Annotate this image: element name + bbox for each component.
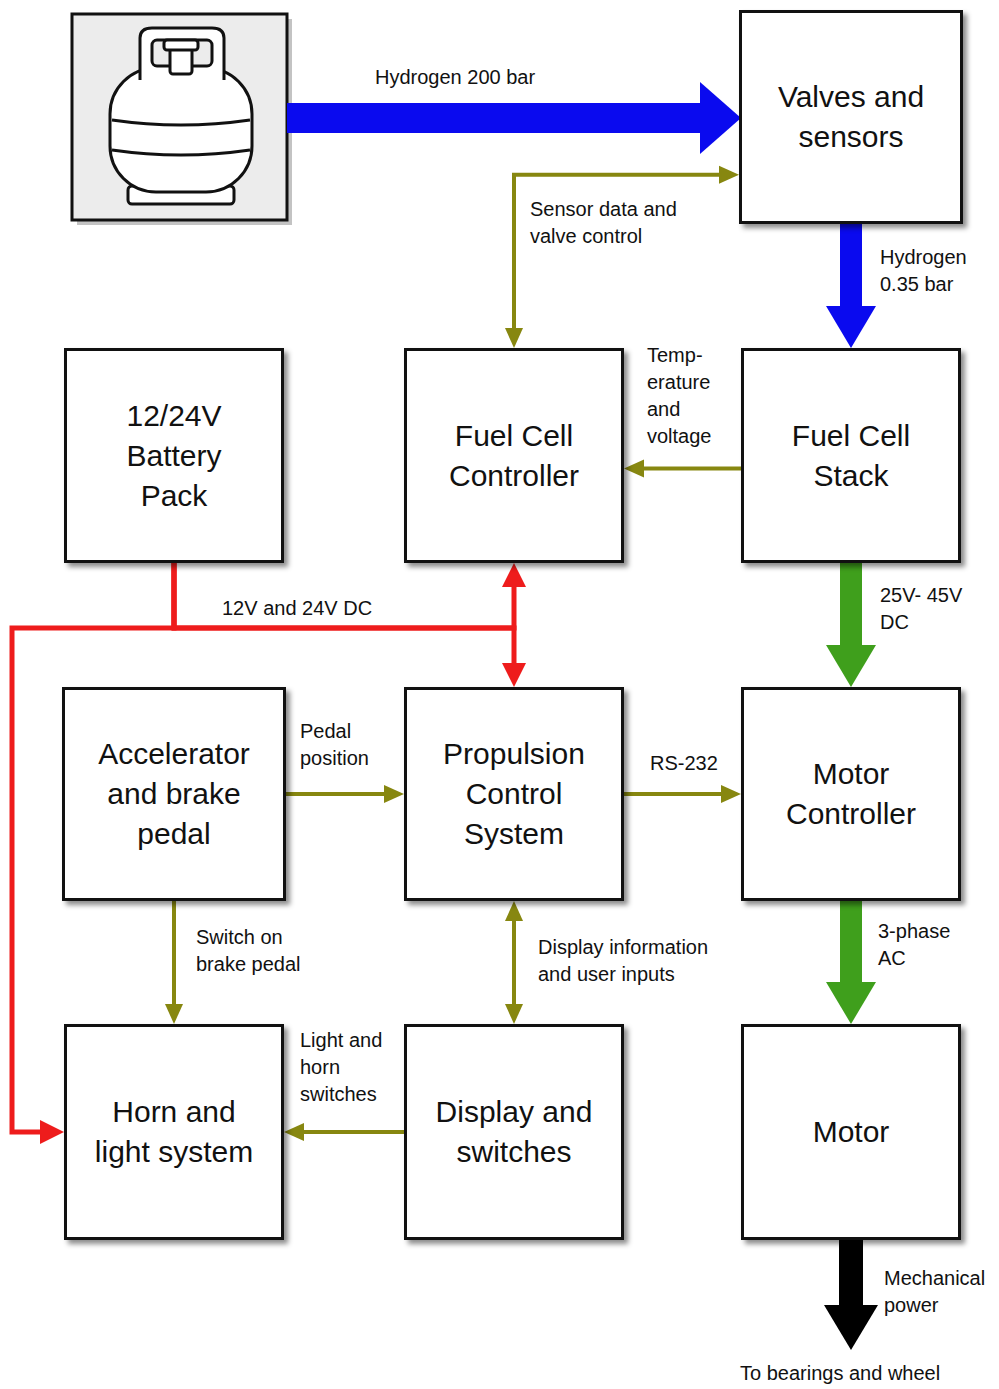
connector-line	[644, 466, 741, 470]
connector-label: Pedal position	[300, 718, 395, 772]
connector	[174, 563, 526, 628]
arrowhead	[505, 328, 523, 348]
tank-band	[112, 120, 250, 125]
process-box: Propulsion Control System	[404, 687, 624, 901]
process-box: Display and switches	[404, 1024, 624, 1240]
tank-body	[110, 68, 252, 192]
connector-label: Temp- erature and voltage	[647, 342, 729, 450]
connector	[12, 563, 174, 1144]
arrowhead	[505, 901, 523, 921]
arrowhead	[165, 1004, 183, 1024]
connector	[505, 901, 523, 1024]
connector-label: 12V and 24V DC	[222, 595, 422, 622]
connector	[826, 901, 876, 1024]
tank-collar	[140, 28, 224, 80]
connector-label: Light and horn switches	[300, 1027, 395, 1108]
arrowhead	[502, 563, 526, 587]
arrowhead	[624, 459, 644, 477]
connector	[165, 901, 183, 1024]
connector	[284, 1123, 404, 1141]
box-label: Motor	[813, 1112, 890, 1152]
arrowhead	[826, 645, 876, 687]
box-label: Display and switches	[419, 1092, 609, 1172]
connector-label: 3-phase AC	[878, 918, 978, 972]
connector-line	[304, 1130, 404, 1134]
arrowhead	[502, 663, 526, 687]
process-box: 12/24V Battery Pack	[64, 348, 284, 563]
box-label: Horn and light system	[94, 1092, 254, 1172]
process-box: Horn and light system	[64, 1024, 284, 1240]
process-box: Motor Controller	[741, 687, 961, 901]
arrowhead	[40, 1120, 64, 1144]
connector-line	[172, 901, 176, 1004]
process-box: Motor	[741, 1024, 961, 1240]
connector	[624, 785, 741, 803]
box-label: Propulsion Control System	[419, 734, 609, 854]
connector-label: Display information and user inputs	[538, 934, 743, 988]
connector-line	[12, 563, 174, 1132]
connector-label: 25V- 45V DC	[880, 582, 985, 636]
hydrogen-supply-arrow	[287, 103, 700, 133]
connector-line	[286, 792, 384, 796]
hydrogen-tank-icon	[110, 28, 252, 204]
connector-line	[624, 792, 721, 796]
connector-line	[840, 901, 862, 982]
connector	[505, 166, 739, 348]
connector-line	[512, 921, 516, 1004]
arrowhead	[826, 982, 876, 1024]
tank-box	[72, 14, 287, 220]
arrowhead	[719, 166, 739, 184]
connector	[826, 224, 876, 348]
process-box: Valves and sensors	[739, 10, 963, 224]
connector-line	[840, 224, 862, 306]
process-box: Fuel Cell Controller	[404, 348, 624, 563]
box-label: Motor Controller	[756, 754, 946, 834]
box-label: 12/24V Battery Pack	[104, 396, 244, 516]
connector-label: Switch on brake pedal	[196, 924, 331, 978]
arrowhead	[284, 1123, 304, 1141]
connector-line	[514, 175, 719, 328]
connector-label: RS-232	[650, 750, 740, 777]
flow-label: Mechanical power	[884, 1265, 996, 1319]
process-box: Accelerator and brake pedal	[62, 687, 286, 901]
connector-line	[174, 563, 514, 628]
arrowhead	[721, 785, 741, 803]
connector	[624, 459, 741, 477]
box-label: Accelerator and brake pedal	[74, 734, 274, 854]
mechanical-power-arrow	[839, 1240, 863, 1306]
connector	[286, 785, 404, 803]
connector-line	[174, 563, 514, 663]
box-label: Fuel Cell Controller	[419, 416, 609, 496]
connector-line	[840, 563, 862, 645]
arrowhead	[826, 306, 876, 348]
tank-band	[112, 150, 250, 155]
hydrogen-supply-arrowhead	[700, 82, 741, 154]
box-label: Valves and sensors	[751, 77, 951, 157]
arrowhead	[505, 1004, 523, 1024]
connector-label: Hydrogen 0.35 bar	[880, 244, 985, 298]
connector	[826, 563, 876, 687]
arrowhead	[384, 785, 404, 803]
process-box: Fuel Cell Stack	[741, 348, 961, 563]
connector	[174, 563, 526, 687]
mechanical-power-arrowhead	[824, 1305, 878, 1350]
flow-label: To bearings and wheel	[740, 1362, 990, 1384]
box-label: Fuel Cell Stack	[756, 416, 946, 496]
tank-valve-cap	[164, 40, 198, 50]
connector-label: Sensor data and valve control	[530, 196, 705, 250]
flow-label: Hydrogen 200 bar	[375, 64, 595, 91]
